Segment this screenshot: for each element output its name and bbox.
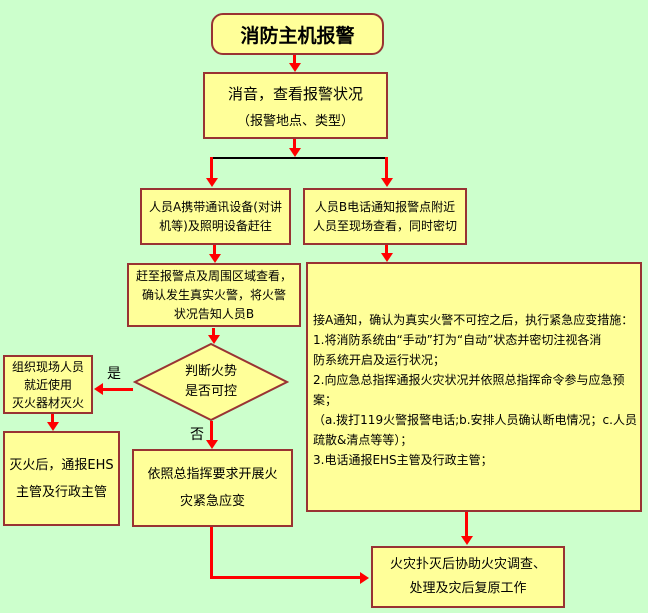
emergency-line: 接A通知，确认为真实火警不可控之后，执行紧急应变措施：	[313, 313, 634, 327]
node-label: 消防主机报警	[240, 24, 355, 47]
emergency-line: 案；	[313, 393, 338, 407]
label-no: 否	[190, 427, 204, 443]
arrowhead-icon	[47, 422, 59, 431]
arrow-person-b-to-emergency	[385, 245, 388, 254]
node-label: 人员A携带通讯设备(对讲	[149, 199, 282, 214]
node-sublabel: （报警地点、类型）	[236, 113, 354, 129]
node-silence-check: 消音，查看报警状况 （报警地点、类型）	[203, 72, 388, 139]
node-label: 状况告知人员B	[173, 306, 255, 321]
node-decision-controllable: 判断火势 是否可控	[132, 342, 290, 422]
arrowhead-icon	[94, 383, 103, 395]
diamond-shape	[132, 342, 290, 422]
node-person-a: 人员A携带通讯设备(对讲 机等)及照明设备赶往	[140, 188, 291, 245]
arrow-split-to-person-b	[385, 157, 388, 179]
emergency-line: （a.拨打119火警报警电话;b.安排人员确认断电情况；c.人员	[313, 413, 637, 427]
node-label: 火灾扑灭后协助火灾调查、	[389, 557, 546, 572]
arrow-decision-yes	[102, 388, 133, 391]
node-label: 确认发生真实火警，将火警	[141, 287, 286, 302]
node-label: 灭火器材灭火	[11, 395, 84, 410]
arrowhead-icon	[206, 178, 218, 187]
node-label: 就近使用	[23, 377, 72, 392]
emergency-line: 疏散&清点等等）；	[313, 433, 413, 447]
node-fire-alarm-panel: 消防主机报警	[211, 13, 384, 55]
arrow-arrive-to-decision	[212, 328, 215, 336]
node-label: 依照总指挥要求开展火	[147, 467, 278, 482]
node-label: 判断火势	[184, 364, 237, 379]
emergency-text: 接A通知，确认为真实火警不可控之后，执行紧急应变措施： 1.将消防系统由“手动”…	[313, 310, 637, 470]
arrow-silence-to-split	[293, 139, 296, 149]
connector-split-line	[211, 157, 387, 159]
arrowhead-icon	[206, 440, 218, 449]
node-label: 处理及灾后复原工作	[409, 581, 527, 596]
arrow-emergency-to-final	[465, 512, 468, 537]
label-yes: 是	[107, 366, 121, 382]
node-emergency-measures: 接A通知，确认为真实火警不可控之后，执行紧急应变措施： 1.将消防系统由“手动”…	[306, 262, 642, 512]
arrow-follow-to-final-horizontal	[210, 576, 361, 579]
emergency-line: 3.电话通报EHS主管及行政主管；	[313, 453, 493, 467]
arrow-split-to-person-a	[210, 157, 213, 179]
arrowhead-icon	[381, 178, 393, 187]
arrowhead-icon	[461, 536, 473, 545]
node-person-b: 人员B电话通知报警点附近 人员至现场查看，同时密切	[303, 188, 467, 245]
node-label: 是否可控	[184, 384, 237, 399]
node-label: 灭火后，通报EHS	[9, 457, 114, 473]
node-arrive-confirm: 赶至报警点及周围区域查看， 确认发生真实火警，将火警 状况告知人员B	[127, 263, 301, 327]
node-label: 灾紧急应变	[179, 494, 245, 509]
node-post-fire: 火灾扑灭后协助火灾调查、 处理及灾后复原工作	[371, 546, 565, 608]
arrowhead-icon	[209, 254, 221, 263]
node-report-ehs: 灭火后，通报EHS 主管及行政主管	[3, 431, 120, 526]
arrow-decision-no	[210, 421, 213, 441]
node-label: 人员B电话通知报警点附近	[314, 199, 456, 214]
arrow-follow-to-final-vertical	[210, 527, 213, 579]
node-label: 赶至报警点及周围区域查看，	[135, 268, 292, 283]
arrowhead-icon	[208, 335, 220, 344]
arrowhead-icon	[360, 572, 369, 584]
node-organize-extinguish: 组织现场人员 就近使用 灭火器材灭火	[3, 355, 93, 414]
node-label: 人员至现场查看，同时密切	[312, 218, 457, 233]
decision-text: 判断火势 是否可控	[133, 343, 289, 421]
arrowhead-icon	[381, 253, 393, 262]
node-label: 机等)及照明设备赶往	[159, 218, 272, 233]
arrow-organize-to-report	[51, 414, 54, 423]
node-follow-commander: 依照总指挥要求开展火 灾紧急应变	[132, 449, 293, 527]
arrow-person-a-to-arrive	[213, 245, 216, 255]
node-label: 主管及行政主管	[15, 484, 107, 500]
arrow-start-to-silence	[293, 55, 296, 64]
arrowhead-icon	[289, 63, 301, 72]
emergency-line: 2.向应急总指挥通报火灾状况并依照总指挥命令参与应急预	[313, 373, 625, 387]
emergency-line: 1.将消防系统由“手动”打为“自动”状态并密切注视各消	[313, 333, 602, 347]
arrowhead-icon	[289, 148, 301, 157]
node-label: 消音，查看报警状况	[227, 84, 363, 103]
emergency-line: 防系统开启及运行状况；	[313, 353, 446, 367]
node-label: 组织现场人员	[11, 359, 84, 374]
